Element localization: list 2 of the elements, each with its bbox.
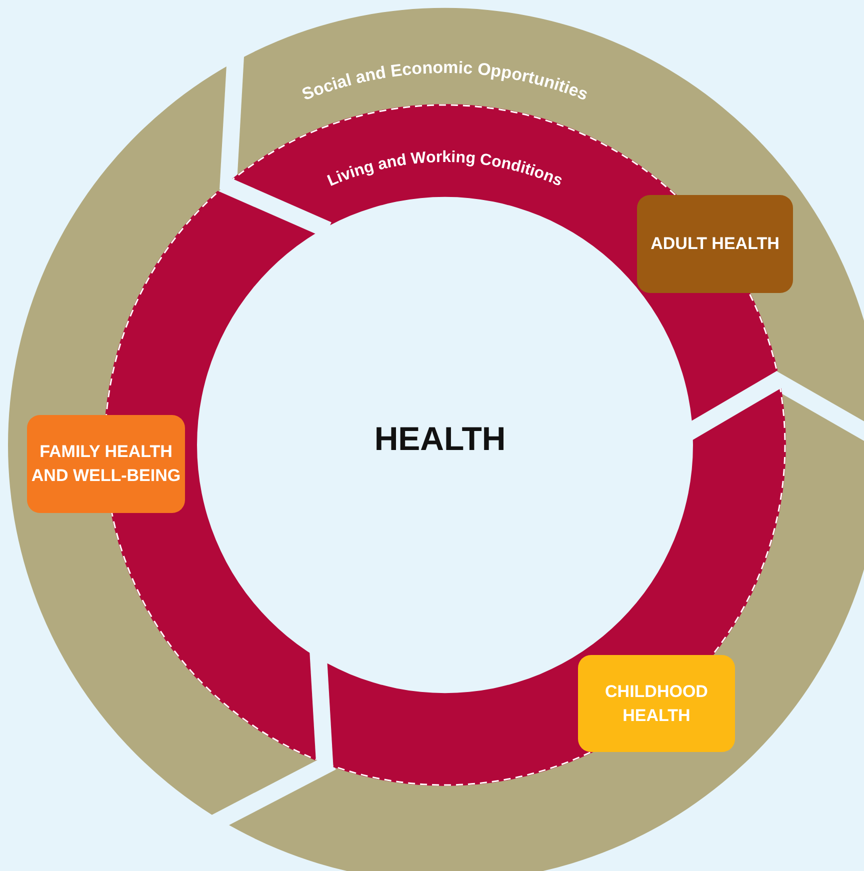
outer-ring-band xyxy=(8,8,864,871)
center-label: HEALTH xyxy=(340,420,540,458)
